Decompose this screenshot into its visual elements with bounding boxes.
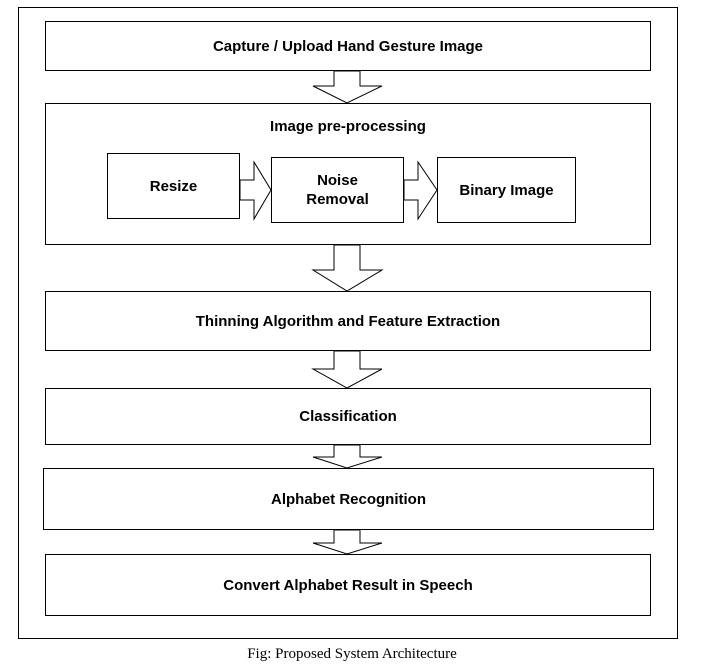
right-arrow-noise-binary: [403, 160, 438, 221]
down-arrow-2: [311, 244, 384, 292]
down-arrow-3: [311, 350, 383, 389]
preprocessing-title: Image pre-processing: [270, 118, 426, 135]
figure-caption: Fig: Proposed System Architecture: [247, 646, 457, 662]
down-arrow-5: [312, 529, 383, 555]
alphabet-recognition-box: Alphabet Recognition: [43, 468, 654, 530]
noise-label-line2: Removal: [306, 191, 369, 208]
down-arrow-4: [312, 444, 383, 469]
resize-box: Resize: [107, 153, 240, 219]
binary-image-label: Binary Image: [459, 181, 554, 199]
capture-upload-label: Capture / Upload Hand Gesture Image: [212, 37, 484, 55]
down-arrow-1: [312, 70, 383, 104]
convert-speech-box: Convert Alphabet Result in Speech: [45, 554, 651, 616]
alphabet-recognition-label: Alphabet Recognition: [271, 490, 426, 508]
convert-speech-label: Convert Alphabet Result in Speech: [223, 576, 473, 594]
noise-label-line1: Noise: [317, 172, 358, 189]
resize-label: Resize: [149, 177, 198, 195]
thinning-feature-label: Thinning Algorithm and Feature Extractio…: [195, 312, 501, 330]
diagram-frame: [18, 7, 678, 639]
classification-box: Classification: [45, 388, 651, 445]
binary-image-box: Binary Image: [437, 157, 576, 223]
right-arrow-resize-noise: [239, 160, 272, 221]
thinning-feature-box: Thinning Algorithm and Feature Extractio…: [45, 291, 651, 351]
classification-label: Classification: [299, 408, 397, 425]
